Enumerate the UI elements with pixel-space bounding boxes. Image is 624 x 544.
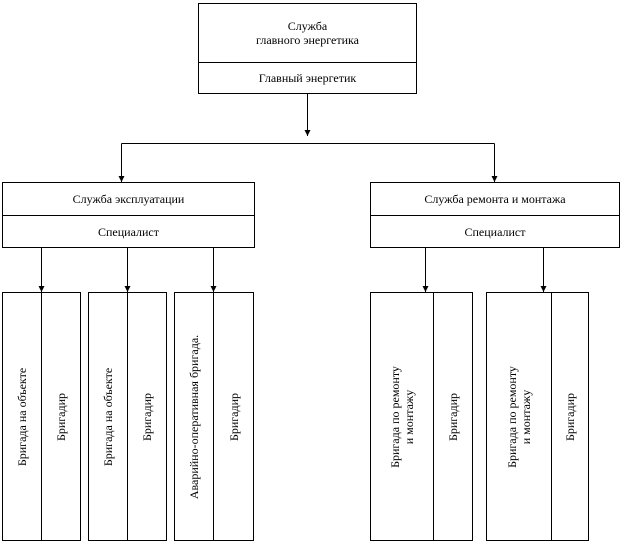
brigade-name-column: Бригада на объекте <box>3 293 41 540</box>
brigade-lead-column: Бригадир <box>128 293 166 540</box>
brigade-name-column: Бригада по ремонту и монтажу <box>487 293 551 540</box>
brigade-divider <box>41 293 42 540</box>
brigade-lead-column: Бригадир <box>42 293 80 540</box>
brigade-divider <box>127 293 128 540</box>
operations-service-box: Служба эксплуатации Специалист <box>2 182 255 248</box>
brigade-divider <box>433 293 434 540</box>
brigade-name-column: Бригада по ремонту и монтажу <box>371 293 433 540</box>
repair-install-service-box: Служба ремонта и монтажа Специалист <box>370 182 620 248</box>
brigade-box-5: Бригада по ремонту и монтажу Бригадир <box>486 292 589 541</box>
brigade-name-column: Аварийно-оперативная бригада. <box>175 293 213 540</box>
brigade-box-4: Бригада по ремонту и монтажу Бригадир <box>370 292 473 541</box>
repair-install-service-role: Специалист <box>464 224 526 239</box>
brigade-lead-column: Бригадир <box>434 293 472 540</box>
brigade-box-1: Бригада на объекте Бригадир <box>2 292 81 541</box>
box-divider <box>3 215 254 216</box>
chief-energy-role: Главный энергетик <box>258 71 357 85</box>
brigade-lead: Бригадир <box>446 392 460 441</box>
operations-service-role: Специалист <box>97 224 159 239</box>
box-divider <box>371 215 619 216</box>
chief-energy-service-title: Служба главного энергетика <box>256 19 359 47</box>
brigade-name: Аварийно-оперативная бригада. <box>187 334 201 499</box>
brigade-name: Бригада по ремонту и монтажу <box>505 365 533 468</box>
brigade-box-2: Бригада на объекте Бригадир <box>88 292 167 541</box>
brigade-divider <box>213 293 214 540</box>
box-divider <box>199 62 416 63</box>
brigade-lead: Бригадир <box>226 392 241 441</box>
brigade-lead: Бригадир <box>563 392 577 441</box>
operations-service-title: Служба эксплуатации <box>72 192 185 206</box>
brigade-name: Бригада на объекте <box>101 367 115 466</box>
brigade-divider <box>551 293 552 540</box>
brigade-lead-column: Бригадир <box>214 293 253 540</box>
brigade-name: Бригада по ремонту и монтажу <box>388 365 416 468</box>
chief-energy-service-box: Служба главного энергетика Главный энерг… <box>198 3 417 94</box>
brigade-lead: Бригадир <box>140 392 154 441</box>
brigade-lead: Бригадир <box>54 392 68 441</box>
brigade-name: Бригада на объекте <box>15 367 29 466</box>
repair-install-service-title: Служба ремонта и монтажа <box>424 192 566 206</box>
brigade-box-3: Аварийно-оперативная бригада. Бригадир <box>174 292 254 541</box>
brigade-lead-column: Бригадир <box>552 293 588 540</box>
brigade-name-column: Бригада на объекте <box>89 293 127 540</box>
